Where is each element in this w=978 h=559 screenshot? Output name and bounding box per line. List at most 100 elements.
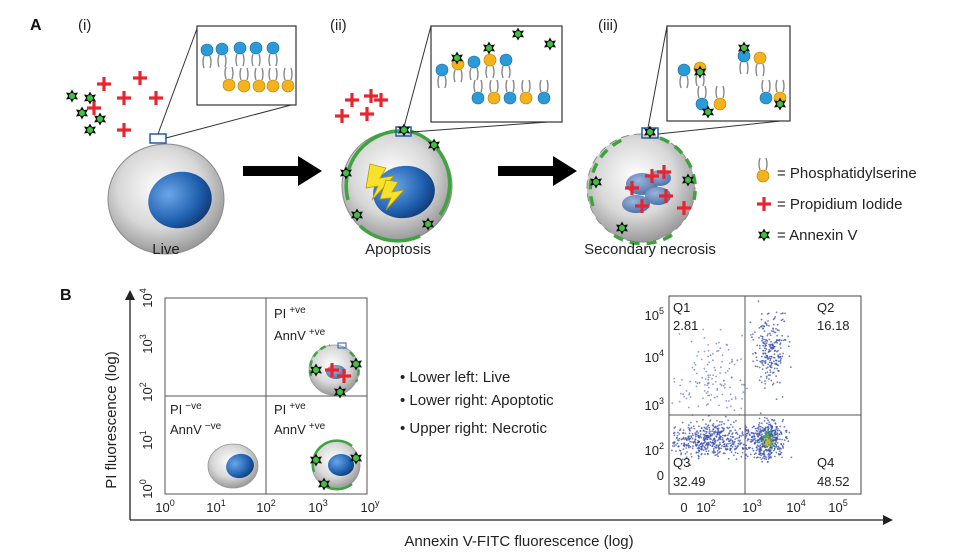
scatter-point [767,452,770,455]
scatter-point [671,402,674,404]
left-y-tick-label: 104 [138,288,155,307]
q1-name: Q1 [673,300,690,315]
arrow-right-icon [243,156,322,186]
scatter-point [775,446,777,448]
scatter-point [739,439,741,442]
scatter-point [693,361,696,364]
stage-number-iii: (iii) [598,17,618,34]
panel-b-letter: B [60,287,72,304]
scatter-point [761,368,764,370]
scatter-point [739,427,741,430]
scatter-point [697,457,700,460]
scatter-point [765,324,768,326]
scatter-point [706,443,708,445]
scatter-point [769,429,772,432]
scatter-point [734,447,737,450]
scatter-point [735,419,737,422]
scatter-point [775,398,778,400]
scatter-point [716,350,718,352]
scatter-point [712,359,714,362]
scatter-point [769,350,772,352]
scatter-point [698,435,701,438]
scatter-point [774,430,777,433]
scatter-point [757,445,760,448]
scatter-point [697,405,700,408]
scatter-point [678,437,681,440]
scatter-point [721,360,723,363]
scatter-point [713,442,715,445]
scatter-point [689,427,691,430]
scatter-point [691,437,694,440]
right-x-tick-label: 103 [742,498,761,515]
scatter-point [780,432,783,434]
scatter-point [773,419,775,422]
scatter-point [733,421,735,424]
scatter-point [755,449,758,452]
scatter-point [685,443,687,446]
scatter-point [690,455,693,458]
scatter-point [776,435,779,437]
scatter-point [764,455,766,457]
scatter-point [675,444,677,446]
scatter-point [776,448,779,450]
scatter-point [702,445,704,447]
scatter-point [694,364,697,366]
scatter-point [761,355,763,358]
scatter-point [781,420,784,423]
scatter-point [736,437,738,440]
scatter-point [754,365,757,367]
scatter-point [720,423,723,426]
scatter-point [752,449,755,452]
scatter-point [781,334,784,337]
scatter-point [779,347,782,349]
scatter-point [683,442,686,445]
scatter-point [731,443,733,446]
scatter-point [698,446,700,448]
scatter-point [734,396,737,399]
scatter-point [717,349,720,352]
scatter-point [709,399,712,401]
scatter-point [787,440,790,443]
scatter-point [757,448,759,451]
scatter-point [719,421,721,423]
scatter-point [708,430,711,433]
scatter-point [748,438,750,441]
scatter-point [764,347,766,350]
scatter-point [769,369,771,371]
scatter-point [682,393,685,396]
scatter-point [759,347,761,350]
scatter-point [733,440,736,443]
scatter-point [745,429,748,431]
scatter-point [767,374,770,376]
scatter-point [731,440,734,443]
scatter-point [715,375,717,378]
scatter-point [769,439,772,441]
scatter-point [678,333,681,335]
scatter-point [770,456,772,459]
scatter-point [778,339,781,342]
scatter-point [748,433,751,435]
scatter-point [718,434,721,437]
scatter-point [790,456,793,459]
scatter-point [706,384,709,386]
q4-value: 48.52 [817,474,850,489]
left-x-tick-label: 102 [256,498,275,515]
q2-name: Q2 [817,300,834,315]
scatter-point [767,427,770,430]
scatter-point [771,346,773,349]
left-y-tick-label: 101 [138,430,155,449]
scatter-point [695,451,698,454]
scatter-point [731,432,734,434]
scatter-point [771,344,774,346]
scatter-point [694,440,696,442]
scatter-point [766,417,768,420]
scatter-point [759,438,762,441]
scatter-point [761,336,764,338]
scatter-point [752,432,755,435]
scatter-point [712,374,715,376]
scatter-point [766,356,769,358]
scatter-point [761,439,764,442]
scatter-point [717,447,720,449]
scatter-point [711,430,714,432]
